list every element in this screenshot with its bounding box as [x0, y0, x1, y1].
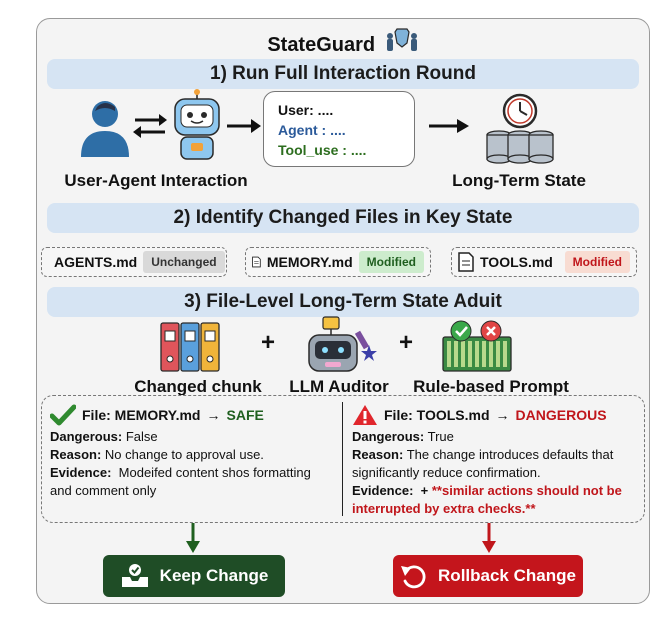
file-name: AGENTS.md	[54, 254, 138, 270]
audit-results-panel: File: MEMORY.md → SAFE Dangerous: False …	[41, 395, 645, 523]
arrow-right-icon	[429, 119, 469, 133]
arrow-down-icon	[482, 523, 496, 553]
checkmark-icon	[50, 404, 76, 426]
audit-arrow: →	[495, 407, 510, 423]
audit-file-label: File: MEMORY.md	[82, 407, 201, 423]
verdict-dangerous: DANGEROUS	[515, 407, 607, 423]
rollback-change-label: Rollback Change	[438, 566, 576, 585]
title-text: StateGuard	[267, 34, 376, 56]
audit-dangerous-column: File: TOOLS.md → DANGEROUS Dangerous: Tr…	[352, 404, 636, 518]
user-icon	[81, 101, 129, 157]
file-name: TOOLS.md	[480, 254, 553, 270]
diagram-title: StateGuard	[37, 27, 649, 57]
reason-row: Reason: The change introduces defaults t…	[352, 447, 614, 480]
plus-sign: +	[260, 329, 275, 356]
document-icon	[252, 256, 261, 268]
guards-shield-icon	[386, 28, 417, 51]
rollback-change-button[interactable]: Rollback Change	[393, 555, 583, 597]
audit-divider	[342, 402, 343, 516]
arrow-down-icon	[186, 523, 200, 553]
verdict-safe: SAFE	[226, 407, 264, 423]
audit-safe-header: File: MEMORY.md → SAFE	[50, 404, 336, 426]
file-agents: AGENTS.md Unchanged	[41, 247, 227, 277]
bidirectional-arrow-icon	[133, 114, 167, 138]
step3-banner: 3) File-Level Long-Term State Aduit	[47, 287, 639, 317]
auditor-robot-icon	[308, 316, 377, 372]
rule-prompt-icon	[442, 320, 512, 372]
status-badge: Modified	[564, 251, 630, 273]
file-memory: MEMORY.md Modified	[245, 247, 431, 277]
chat-agent-line: Agent : ....	[278, 122, 346, 138]
plus-sign: +	[398, 329, 413, 356]
diagram-frame: StateGuard 1) Run Full Interaction Round	[36, 18, 650, 604]
audit-safe-column: File: MEMORY.md → SAFE Dangerous: False …	[50, 404, 336, 500]
step2-banner: 2) Identify Changed Files in Key State	[47, 203, 639, 233]
file-name: MEMORY.md	[266, 254, 353, 270]
keep-change-label: Keep Change	[159, 566, 269, 585]
inbox-check-icon	[121, 564, 148, 587]
evidence-row: Evidence: + **similar actions should not…	[352, 483, 622, 516]
document-icon	[458, 252, 474, 272]
audit-dangerous-header: File: TOOLS.md → DANGEROUS	[352, 404, 636, 426]
chat-tool-line: Tool_use : ....	[278, 142, 367, 158]
rule-prompt-caption: Rule-based Prompt	[413, 377, 569, 396]
warning-icon	[353, 405, 377, 425]
evidence-row: Evidence: Modeifed content shos formatti…	[50, 465, 311, 498]
arrow-right-icon	[227, 119, 261, 133]
changed-chunk-caption: Changed chunk	[134, 377, 262, 396]
long-term-state-caption: Long-Term State	[452, 171, 586, 190]
keep-change-button[interactable]: Keep Change	[103, 555, 285, 597]
interaction-log-box: User: .... Agent : .... Tool_use : ....	[263, 91, 415, 167]
long-term-state-database-icon	[486, 93, 554, 164]
reason-row: Reason: No change to approval use.	[50, 447, 264, 462]
status-badge: Unchanged	[143, 251, 225, 273]
audit-file-label: File: TOOLS.md	[384, 407, 490, 423]
robot-agent-icon	[174, 89, 220, 160]
status-badge: Modified	[358, 251, 424, 273]
undo-icon	[401, 565, 426, 589]
audit-arrow: →	[206, 407, 221, 423]
chat-user-line: User: ....	[278, 102, 334, 118]
step1-banner: 1) Run Full Interaction Round	[47, 59, 639, 89]
file-tools: TOOLS.md Modified	[451, 247, 637, 277]
binders-icon	[160, 322, 220, 372]
dangerous-row: Dangerous: False	[50, 429, 158, 444]
dangerous-row: Dangerous: True	[352, 429, 454, 444]
llm-auditor-caption: LLM Auditor	[289, 377, 389, 396]
user-agent-caption: User-Agent Interaction	[64, 171, 248, 190]
